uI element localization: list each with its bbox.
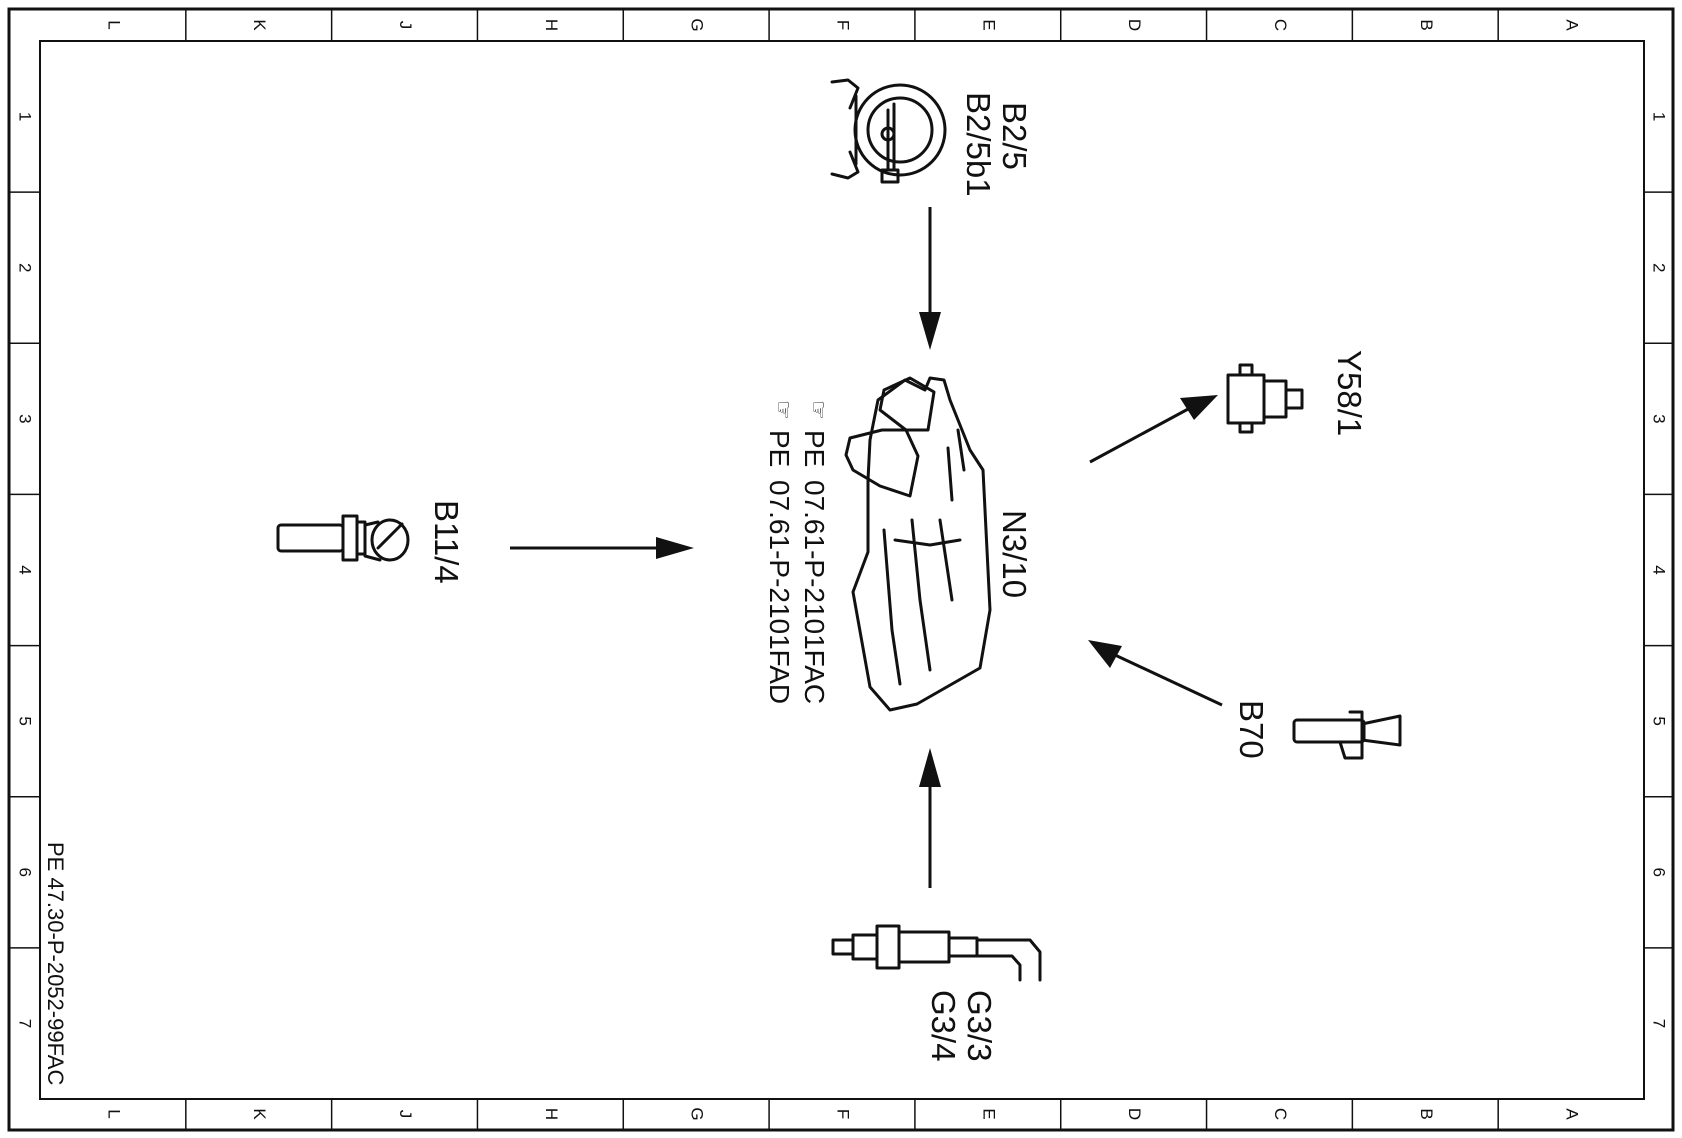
oxygen-sensor-icon (831, 924, 1042, 982)
zone-column-label: B (1417, 19, 1436, 30)
outer-border (7, 7, 1675, 1132)
engine-control-unit-icon (844, 376, 992, 712)
reference-code: 07.61-P-2101FAD (764, 480, 795, 704)
zone-column-label: C (1271, 19, 1290, 31)
zone-row-label: 7 (16, 1019, 35, 1028)
pointing-hand-icon: ☞ (806, 400, 831, 420)
reference-code: 07.61-P-2101FAC (799, 480, 830, 704)
inner-border (39, 40, 1645, 1100)
temperature-sensor-icon (276, 514, 410, 562)
zone-column-label: J (396, 21, 415, 30)
oxygen-sensor-label-g3-3: G3/3 (961, 990, 998, 1062)
zone-row-label: 2 (16, 263, 35, 272)
sensor-label-b11-4: B11/4 (428, 500, 465, 584)
zone-column-label: K (250, 19, 269, 31)
pointing-hand-icon: ☞ (771, 400, 796, 420)
zone-column-label: G (688, 1107, 707, 1120)
crankshaft-sensor-icon (1292, 710, 1402, 760)
zone-row-label: 1 (16, 112, 35, 121)
zone-row-label: 6 (16, 868, 35, 877)
zone-column-label: E (979, 19, 998, 30)
valve-label: Y58/1 (1331, 350, 1368, 436)
zone-column-label: B (1417, 1108, 1436, 1119)
document-code: PE 47.30-P-2052-99FAC (43, 842, 68, 1085)
valve-icon (1226, 363, 1304, 434)
zone-column-label: A (1563, 1108, 1582, 1120)
zone-column-label: D (1125, 19, 1144, 31)
zone-row-label: 4 (16, 565, 35, 574)
zone-row-label: 6 (1650, 868, 1669, 877)
zone-column-label: L (104, 1109, 123, 1118)
zone-column-label: F (834, 1109, 853, 1119)
sensor-label-b70: B70 (1233, 700, 1270, 759)
signal-arrow-top (919, 207, 941, 350)
signal-arrow-bottom (919, 748, 941, 888)
zone-row-label: 1 (1650, 112, 1669, 121)
zone-column-label: K (250, 1108, 269, 1120)
zone-column-label: L (104, 20, 123, 29)
zone-column-label: G (688, 18, 707, 31)
oxygen-sensor-label-g3-4: G3/4 (925, 990, 962, 1062)
zone-row-label: 5 (16, 716, 35, 725)
zone-column-label: A (1563, 19, 1582, 31)
zone-column-label: D (1125, 1108, 1144, 1120)
zone-column-label: J (396, 1110, 415, 1119)
zone-row-label: 4 (1650, 565, 1669, 574)
mass-airflow-sensor-icon (830, 78, 947, 184)
zone-row-label: 7 (1650, 1019, 1669, 1028)
signal-arrow-left (510, 537, 694, 559)
zone-labels: L L K K J J H H G G F F E E D D C C B B A A 1 1 2 2 3 3 4 4 5 5 6 6 7 7 (16, 18, 1669, 1120)
zone-column-label: H (542, 1108, 561, 1120)
zone-row-label: 2 (1650, 263, 1669, 272)
signal-arrow-bottom-right (1088, 640, 1223, 707)
ecu-label: N3/10 (996, 510, 1033, 598)
sensor-label-b2-5: B2/5 (996, 102, 1033, 170)
zone-row-label: 3 (16, 414, 35, 423)
zone-row-label: 5 (1650, 716, 1669, 725)
zone-column-label: C (1271, 1108, 1290, 1120)
signal-arrow-to-valve (1089, 395, 1218, 464)
zone-column-label: F (834, 20, 853, 30)
sensor-label-b2-5b1: B2/5b1 (960, 92, 997, 197)
zone-column-label: H (542, 19, 561, 31)
reference-prefix: PE (799, 430, 830, 467)
zone-grid (9, 9, 1673, 1130)
reference-prefix: PE (764, 430, 795, 467)
zone-column-label: E (979, 1108, 998, 1119)
zone-row-label: 3 (1650, 414, 1669, 423)
reference-list: ☞ PE 07.61-P-2101FAC ☞ PE 07.61-P-2101FA… (764, 400, 831, 704)
